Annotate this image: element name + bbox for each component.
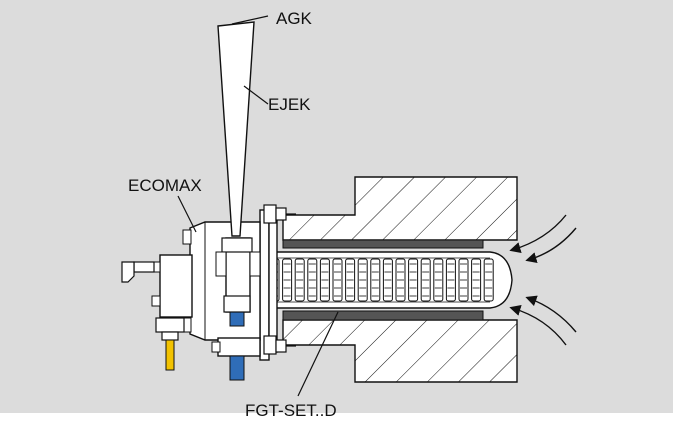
gas-valve-block <box>159 254 193 318</box>
yellow-cable <box>165 339 175 371</box>
label-agk: AGK <box>276 9 312 28</box>
ejek-eductor <box>217 21 255 237</box>
pipe-nut-right <box>249 251 261 277</box>
pipe-nut-mid <box>215 251 227 277</box>
flange-bolts <box>263 204 296 355</box>
pipe-flange-lower <box>217 337 261 357</box>
liner-bottom <box>282 310 484 321</box>
leader-ecomax <box>177 195 197 233</box>
housing-lug-top <box>182 229 192 245</box>
leader-agk <box>231 15 269 25</box>
blue-pipe-lower <box>229 355 245 381</box>
leader-ejek <box>243 85 269 105</box>
valve-small-bottom <box>151 295 161 307</box>
flange-plate-outer <box>268 217 278 353</box>
terminal-nut <box>161 331 179 341</box>
terminal-box <box>155 317 185 333</box>
label-fgt-set: FGT-SET..D <box>245 401 337 420</box>
label-ejek: EJEK <box>268 95 311 114</box>
background-panel <box>0 0 673 413</box>
liner-top <box>282 239 484 249</box>
blue-pipe-upper <box>229 311 245 327</box>
leader-fgt <box>297 311 339 397</box>
pipe-cap-left <box>211 341 221 353</box>
pipe-block-mid <box>223 295 251 313</box>
pipe-collar-top <box>221 237 253 253</box>
ignition-connector <box>121 261 155 283</box>
curved-arrow-icon <box>509 214 577 346</box>
label-ecomax: ECOMAX <box>128 176 202 195</box>
